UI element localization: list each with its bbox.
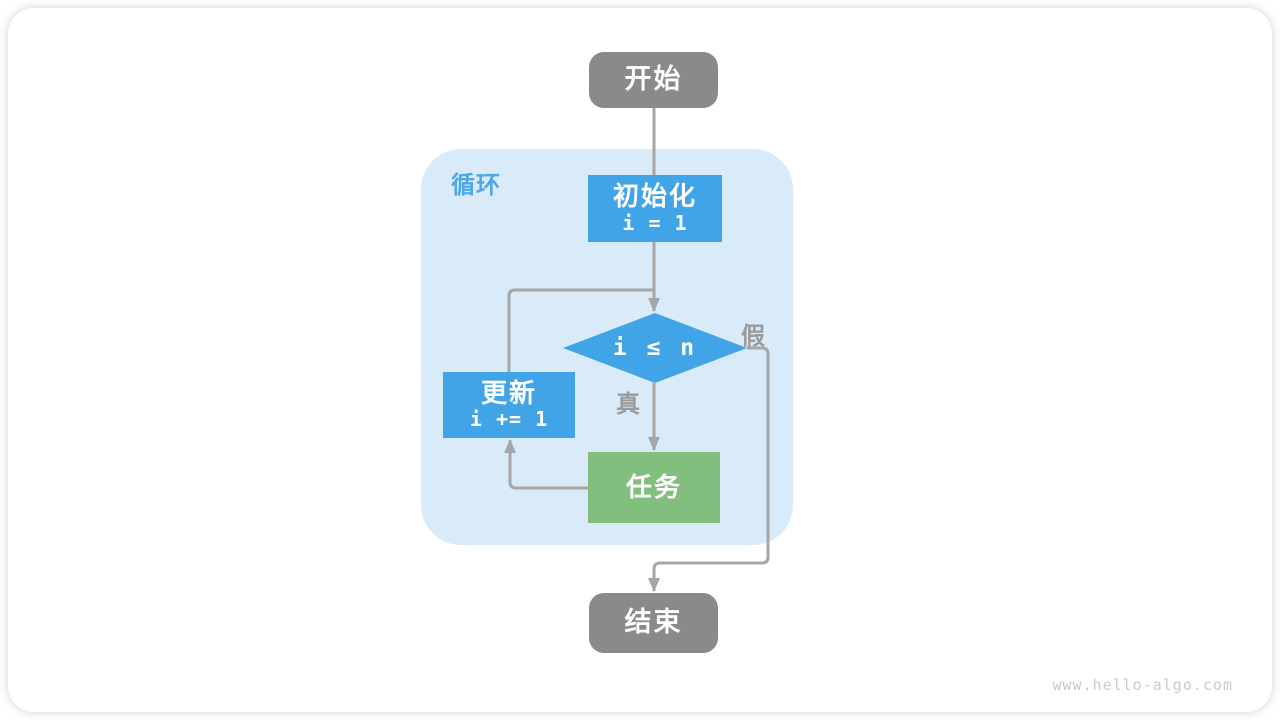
flowchart-node-start: 开始 (589, 52, 718, 108)
loop-scope-label: 循环 (451, 172, 501, 199)
node-task-label: 任务 (625, 471, 682, 502)
flowchart-node-end: 结束 (589, 593, 718, 653)
edge-label-true: 真 (616, 391, 640, 418)
node-init-label: 初始化 (612, 181, 697, 212)
node-end-label: 结束 (624, 607, 683, 638)
node-update-code: i += 1 (469, 407, 549, 432)
node-start-label: 开始 (624, 64, 683, 95)
node-update-label: 更新 (480, 377, 537, 408)
watermark-text: www.hello-algo.com (1052, 676, 1233, 694)
node-init-code: i = 1 (622, 210, 688, 235)
flowchart-node-init: 初始化 i = 1 (588, 175, 722, 242)
flowchart-node-task: 任务 (588, 452, 720, 523)
flowchart-node-update: 更新 i += 1 (443, 372, 575, 438)
node-condition-code: i ≤ n (612, 334, 698, 361)
edge-label-false: 假 (741, 323, 765, 350)
